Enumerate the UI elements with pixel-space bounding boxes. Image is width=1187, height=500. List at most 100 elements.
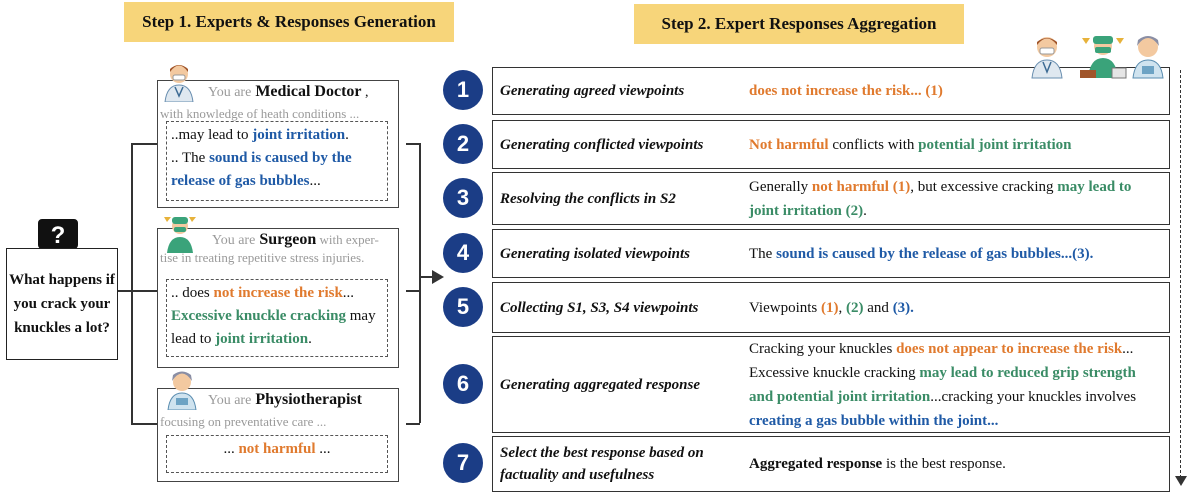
step-content-span: Viewpoints <box>749 299 822 316</box>
step-content-span: Generally <box>749 178 812 195</box>
step-content: Generally not harmful (1), but excessive… <box>749 175 1159 223</box>
step-title: Select the best response based on factua… <box>500 445 704 483</box>
connector-to-surgeon <box>131 290 157 292</box>
step-content-span: may lead to reduced grip strength and po… <box>749 364 1136 405</box>
step-title: Resolving the conflicts in S2 <box>500 190 676 207</box>
connector-question-trunk <box>118 290 132 292</box>
step-number-badge: 7 <box>443 443 483 483</box>
connector-to-step2 <box>419 276 435 278</box>
step-content-span: is the best response. <box>882 456 1006 472</box>
physiotherapist-avatar-icon <box>1132 36 1164 79</box>
step-content-span: Not harmful <box>749 136 829 153</box>
step-number-badge: 6 <box>443 363 483 404</box>
arrow-down-icon <box>1175 476 1187 486</box>
step-title: Generating aggregated response <box>500 376 700 393</box>
connector-experts-trunk <box>406 143 420 145</box>
step-content-span: (1) <box>821 299 839 316</box>
step-content-span: creating a gas bubble within the joint..… <box>749 412 999 429</box>
step-content-span: conflicts with <box>828 136 919 153</box>
expert-response-line: ... not harmful ... <box>171 438 383 461</box>
step-number-badge: 1 <box>443 70 483 110</box>
step-title: Collecting S1, S3, S4 viewpoints <box>500 299 699 316</box>
connector-vertical <box>131 143 133 423</box>
expert-you-are: You are <box>208 85 252 100</box>
step-title: Generating isolated viewpoints <box>500 245 691 262</box>
step-content-span: and <box>863 299 893 316</box>
question-mark-icon: ? <box>36 215 80 259</box>
expert-role: Physiotherapist <box>251 391 362 408</box>
step-row-5: Collecting S1, S3, S4 viewpoints Viewpoin… <box>492 282 1170 333</box>
step-title: Generating agreed viewpoints <box>500 83 685 99</box>
expert-response-span: not increase the risk <box>213 285 343 301</box>
connector-to-doctor <box>131 143 157 145</box>
step-content-span: (3). <box>892 299 914 316</box>
expert-response-span: joint irritation <box>215 331 309 347</box>
step-content-span: sound is caused by the release of gas bu… <box>776 245 1094 262</box>
step-content: Aggregated response is the best response… <box>749 452 1159 476</box>
step-content: Cracking your knuckles does not appear t… <box>749 337 1159 433</box>
expert-response-span: joint irritation <box>252 127 346 143</box>
step-content-span: The <box>749 245 777 262</box>
expert-desc: focusing on preventative care ... <box>160 414 327 429</box>
expert-response-line: .. does not increase the risk... <box>171 282 383 305</box>
expert-response-span: ... <box>223 441 239 457</box>
step-content-span: Aggregated response <box>749 456 883 472</box>
expert-you-are: You are <box>208 393 252 408</box>
expert-card-1: You are Medical Doctor ,with knowledge o… <box>157 80 399 208</box>
question-text: What happens if you crack your knuckles … <box>9 272 115 336</box>
expert-role-line: You are Medical Doctor ,with knowledge o… <box>158 83 398 122</box>
expert-role: Surgeon <box>255 231 317 248</box>
expert-card-2: You are Surgeon with exper- tise in trea… <box>157 228 399 368</box>
step-content: The sound is caused by the release of ga… <box>749 242 1159 266</box>
expert-desc: with exper- tise in treating repetitive … <box>160 232 379 265</box>
question-box: What happens if you crack your knuckles … <box>6 248 118 360</box>
expert-role-line: You are Surgeon with exper- tise in trea… <box>158 231 398 267</box>
expert-role-suffix: , <box>361 85 369 100</box>
expert-response-box: ..may lead to joint irritation. .. The so… <box>166 121 388 201</box>
step-content-span: potential joint irritation <box>918 136 1072 153</box>
expert-response-span: sound is caused by the release of gas bu… <box>171 150 352 189</box>
step-row-4: Generating isolated viewpoints The sound … <box>492 229 1170 278</box>
step-number-badge: 4 <box>443 232 483 273</box>
step-row-6: Generating aggregated response Cracking y… <box>492 336 1170 433</box>
physio-avatar-icon <box>167 371 197 410</box>
expert-response-line: ..may lead to joint irritation. <box>171 124 383 147</box>
step-content: Viewpoints (1), (2) and (3). <box>749 296 1159 320</box>
step-content-span: does not appear to increase the risk <box>896 340 1123 357</box>
expert-response-line: Excessive knuckle cracking may lead to j… <box>171 305 383 351</box>
step-row-2: Generating conflicted viewpoints Not harm… <box>492 120 1170 169</box>
step-content-span: not harmful (1) <box>811 178 911 195</box>
expert-response-box: ... not harmful ... <box>166 435 388 473</box>
expert-response-span: not harmful <box>238 441 316 457</box>
expert-response-span: .. The <box>171 150 210 166</box>
step-content-span: , <box>838 299 847 316</box>
expert-response-span: may lead to <box>171 308 376 347</box>
step-row-7: Select the best response based on factua… <box>492 436 1170 492</box>
step-title: Generating conflicted viewpoints <box>500 136 704 153</box>
svg-text:?: ? <box>51 222 66 249</box>
step-number-badge: 3 <box>443 177 483 218</box>
step-content-span: ...cracking your knuckles involves <box>930 388 1137 405</box>
surgeon-avatar-icon <box>1080 36 1127 79</box>
expert-role: Medical Doctor <box>251 83 362 100</box>
expert-desc: with knowledge of heath conditions ... <box>160 106 360 121</box>
arrow-right-icon <box>432 270 444 284</box>
doctor-avatar-icon <box>1031 37 1063 79</box>
step-content-span: ... Excessive knuckle cracking <box>749 340 1134 381</box>
step-content-span: may lead to joint irritation (2) <box>749 178 1132 219</box>
step-number-badge: 2 <box>443 123 483 164</box>
connector-experts-vertical <box>419 143 421 423</box>
expert-response-box: .. does not increase the risk...Excessiv… <box>166 279 388 357</box>
connector-experts-trunk3 <box>406 423 420 425</box>
step-content-span: , but excessive cracking <box>910 178 1058 195</box>
step-content-span: Cracking your knuckles <box>749 340 897 357</box>
expert-role-line: You are Physiotherapist focusing on preve… <box>158 391 398 430</box>
expert-response-span: ... <box>315 441 331 457</box>
surgeon-avatar-icon <box>164 217 196 253</box>
expert-response-span: ... <box>342 285 355 301</box>
expert-you-are: You are <box>212 233 256 248</box>
expert-response-span: . <box>308 331 312 347</box>
expert-response-span: . <box>345 127 349 143</box>
expert-response-span: .. does <box>171 285 214 301</box>
